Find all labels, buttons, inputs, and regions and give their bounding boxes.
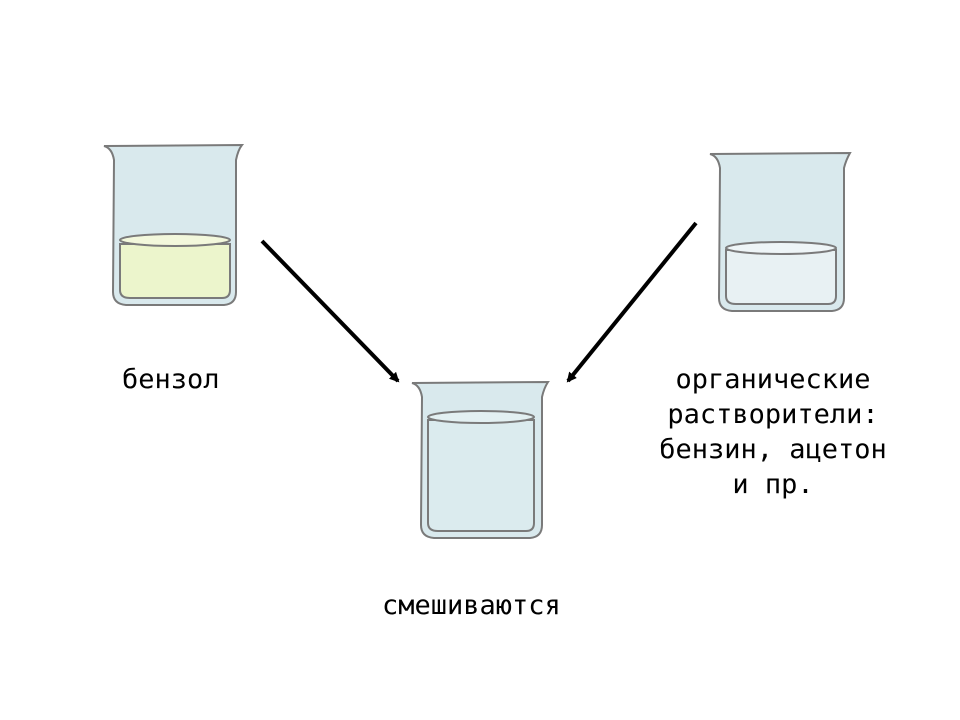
beaker-benzene xyxy=(103,143,245,306)
mixture-liquid-surface xyxy=(427,410,535,424)
arrow-icon xyxy=(566,221,698,383)
mixture-liquid xyxy=(427,419,535,532)
solvent-liquid xyxy=(725,249,837,305)
label-organic-solvents: органические растворители: бензин, ацето… xyxy=(659,364,887,500)
beaker-organic-solvents xyxy=(709,151,852,312)
arrow-icon xyxy=(260,239,400,383)
solvent-liquid-surface xyxy=(725,241,837,255)
label-benzene: бензол xyxy=(122,364,220,395)
benzene-liquid xyxy=(119,243,231,299)
benzene-liquid-surface xyxy=(119,233,231,247)
beaker-mixture xyxy=(411,380,550,539)
label-result: смешиваются xyxy=(382,590,561,621)
